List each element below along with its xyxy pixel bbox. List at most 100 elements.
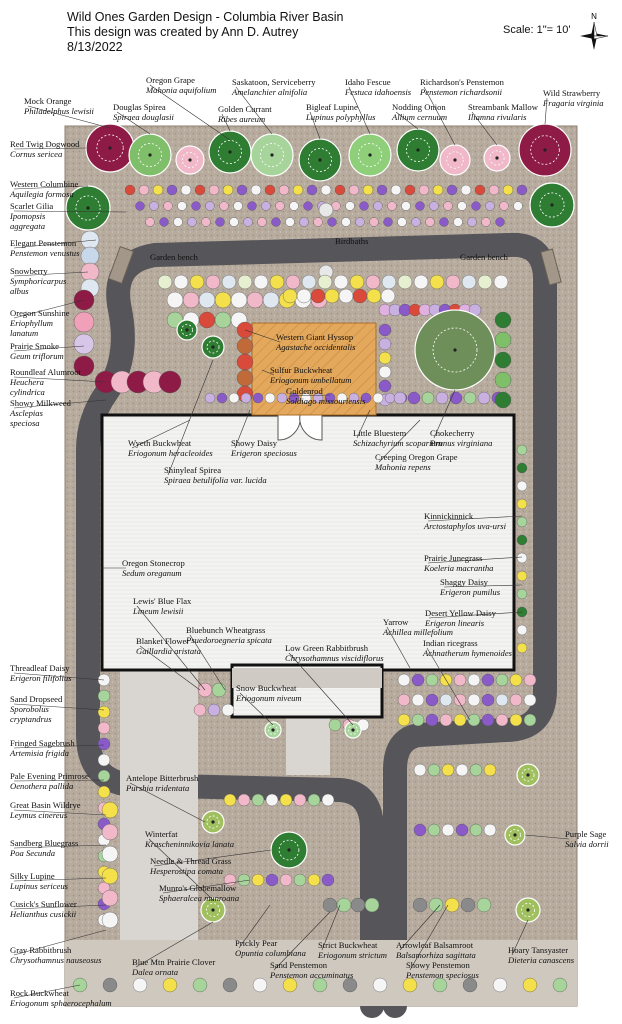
plant-scientific-name: Poa Secunda	[10, 848, 56, 858]
shrub-center	[211, 908, 215, 912]
shrub-detail	[348, 725, 358, 735]
plant-scientific-name: Iliamna rivularis	[468, 112, 527, 122]
plant-scientific-name: Festuca idahoensis	[345, 87, 412, 97]
flower-symbol	[97, 721, 111, 735]
flower-symbol	[413, 823, 427, 837]
plant-common-name: Arrowleaf Balsamroot	[396, 940, 474, 950]
leader-line	[129, 782, 206, 823]
flower-symbol	[101, 911, 119, 929]
shrub-detail	[268, 725, 278, 735]
plant-common-name: Lewis' Blue Flax	[133, 596, 192, 606]
flower-symbol	[477, 391, 491, 405]
plant-common-name: Sandberg Bluegrass	[10, 838, 79, 848]
flower-symbol	[439, 217, 449, 227]
flower-symbol	[162, 977, 178, 993]
flower-symbol	[425, 693, 439, 707]
plant-scientific-name: Eriophyllum	[10, 318, 53, 328]
flower-symbol	[250, 184, 262, 196]
flower-symbol	[499, 201, 509, 211]
garden-bench-left	[107, 245, 135, 285]
plant-scientific-name: Eriogonum strictum	[318, 950, 387, 960]
flower-symbol	[236, 184, 248, 196]
shrub-center	[211, 345, 215, 349]
flower-symbol	[219, 201, 229, 211]
plant-common-name: Threadleaf Daisy	[10, 663, 70, 673]
flower-symbol	[381, 274, 397, 290]
shrub-detail	[432, 327, 478, 373]
plant-scientific-name: Oenothera pallida	[10, 781, 74, 791]
flower-symbol	[516, 498, 528, 510]
plant-common-name: Snow Buckwheat	[236, 683, 297, 693]
leader-line	[427, 515, 523, 522]
flower-symbol	[246, 291, 264, 309]
flower-symbol	[378, 365, 392, 379]
leader-line	[261, 369, 275, 376]
flower-symbol	[441, 823, 455, 837]
shrub-center	[188, 158, 192, 162]
flower-symbol	[469, 763, 483, 777]
leader-line	[423, 86, 456, 146]
garden-bench-left-label: Garden bench	[150, 252, 198, 262]
leader-line	[189, 634, 226, 691]
leader-line	[13, 672, 105, 681]
plant-scientific-name: Sporobolus	[10, 704, 49, 714]
flower-symbol	[376, 184, 388, 196]
shrub-detail	[96, 134, 124, 162]
flower-symbol	[495, 693, 509, 707]
leader-line	[13, 345, 85, 352]
flower-symbol	[411, 673, 425, 687]
flower-symbol	[516, 184, 528, 196]
plant-scientific-name: Geum triflorum	[10, 351, 64, 361]
flower-symbol	[285, 274, 301, 290]
shrub-center	[211, 820, 215, 824]
leader-line	[221, 113, 231, 132]
flower-symbol	[457, 201, 467, 211]
leader-line	[471, 111, 498, 146]
plant-scientific-name: Penstemon richardsonii	[420, 87, 503, 97]
leader-line	[524, 834, 570, 840]
flower-symbol	[173, 274, 189, 290]
flower-symbol	[481, 217, 491, 227]
flower-symbol	[271, 217, 281, 227]
plant-common-name: Bluebunch Wheatgrass	[186, 625, 266, 635]
flower-symbol	[495, 673, 509, 687]
flower-symbol	[288, 392, 300, 404]
flower-symbol	[467, 217, 477, 227]
plant-scientific-name: Ipomopsis	[10, 211, 46, 221]
flower-symbol	[208, 184, 220, 196]
flower-symbol	[429, 201, 439, 211]
leader-line	[399, 904, 441, 951]
flower-symbol	[445, 274, 461, 290]
leader-line	[289, 394, 331, 397]
shrub-center	[228, 150, 232, 154]
plant-common-name: Desert Yellow Daisy	[425, 608, 496, 618]
flower-symbol	[251, 793, 265, 807]
leader-line	[13, 779, 105, 782]
flower-symbol	[132, 977, 148, 993]
plant-scientific-name: Spiraea douglasii	[113, 112, 174, 122]
flower-symbol	[373, 201, 383, 211]
flower-symbol	[214, 311, 232, 329]
plant-common-name: Indian ricegrass	[423, 638, 478, 648]
shrub-detail	[521, 768, 535, 782]
shrub-center	[318, 158, 322, 162]
flower-symbol	[299, 217, 309, 227]
flower-symbol	[152, 184, 164, 196]
plant-common-name: Silky Lupine	[10, 871, 55, 881]
flower-symbol	[236, 353, 254, 371]
flower-symbol	[312, 977, 328, 993]
flower-symbol	[413, 274, 429, 290]
flower-symbol	[322, 897, 338, 913]
flower-symbol	[477, 274, 493, 290]
flower-symbol	[488, 184, 500, 196]
flower-symbol	[289, 201, 299, 211]
